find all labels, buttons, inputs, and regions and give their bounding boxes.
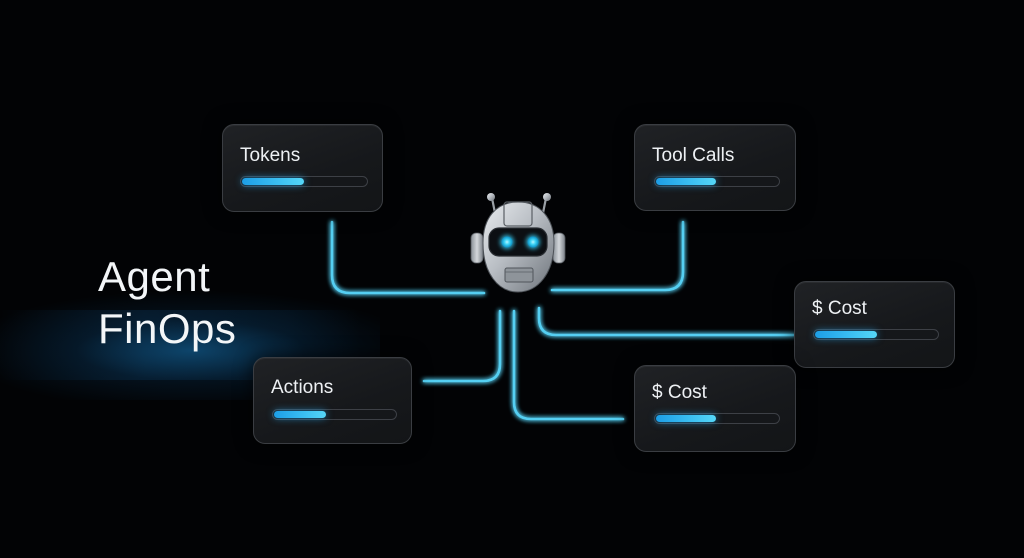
card-label: Actions	[271, 377, 334, 398]
wire-tokens	[330, 220, 486, 295]
progress-bar-fill	[274, 411, 326, 418]
progress-bar-track	[272, 409, 397, 420]
card-label: $ Cost	[812, 298, 867, 319]
progress-bar-track	[654, 176, 780, 187]
progress-bar-fill	[656, 178, 716, 185]
card-label: Tokens	[240, 145, 301, 166]
progress-bar-fill	[242, 178, 304, 185]
page-title: Agent FinOps	[98, 252, 236, 354]
robot-icon	[470, 193, 566, 293]
progress-bar-track	[813, 329, 939, 340]
progress-bar-track	[654, 413, 780, 424]
wire-cost-bottom	[512, 309, 625, 421]
metric-card-tokens[interactable]: Tokens	[222, 124, 383, 212]
metric-card-cost-bottom[interactable]: $ Cost	[634, 365, 796, 452]
title-line-2: FinOps	[98, 305, 237, 352]
card-label: Tool Calls	[652, 145, 735, 166]
wire-cost-right	[537, 306, 797, 337]
metric-card-cost-right[interactable]: $ Cost	[794, 281, 955, 368]
wire-tool-calls	[550, 220, 685, 292]
title-line-1: Agent	[98, 253, 211, 300]
metric-card-tool-calls[interactable]: Tool Calls	[634, 124, 796, 211]
progress-bar-fill	[815, 331, 877, 338]
progress-bar-track	[240, 176, 368, 187]
metric-card-actions[interactable]: Actions	[253, 357, 412, 444]
wire-actions	[422, 309, 502, 383]
progress-bar-fill	[656, 415, 716, 422]
card-label: $ Cost	[652, 382, 707, 403]
